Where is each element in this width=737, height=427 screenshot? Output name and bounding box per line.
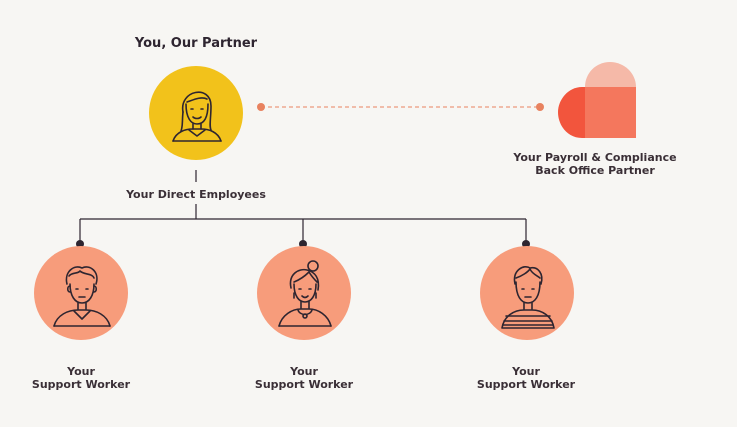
worker-avatar-3 xyxy=(480,246,574,340)
worker-label-1-line1: Your xyxy=(67,365,95,378)
man-icon xyxy=(53,266,111,327)
worker-label-1: Your Support Worker xyxy=(21,365,141,391)
worker-label-2-line1: Your xyxy=(290,365,318,378)
worker-label-2-line2: Support Worker xyxy=(254,378,354,391)
worker-label-1-line2: Support Worker xyxy=(31,378,131,391)
worker-label-3: Your Support Worker xyxy=(466,365,586,391)
back-office-label-line2: Back Office Partner xyxy=(535,164,655,177)
back-office-label: Your Payroll & Compliance Back Office Pa… xyxy=(505,151,685,177)
back-office-logo xyxy=(556,60,640,140)
worker-avatar-1 xyxy=(34,246,128,340)
man-striped-shirt-icon xyxy=(501,266,555,329)
partner-avatar xyxy=(149,66,243,160)
partner-title: You, Our Partner xyxy=(134,36,258,51)
connector-dot-left xyxy=(257,103,265,111)
worker-label-2: Your Support Worker xyxy=(244,365,364,391)
heart-logo-icon xyxy=(558,62,636,138)
back-office-label-line1: Your Payroll & Compliance xyxy=(513,151,677,164)
worker-label-3-line1: Your xyxy=(512,365,540,378)
woman-bun-icon xyxy=(278,260,332,327)
worker-label-3-line2: Support Worker xyxy=(476,378,576,391)
worker-avatar-2 xyxy=(257,246,351,340)
connector-dot-right xyxy=(536,103,544,111)
woman-icon xyxy=(172,91,222,142)
direct-employees-label: Your Direct Employees xyxy=(126,188,266,201)
